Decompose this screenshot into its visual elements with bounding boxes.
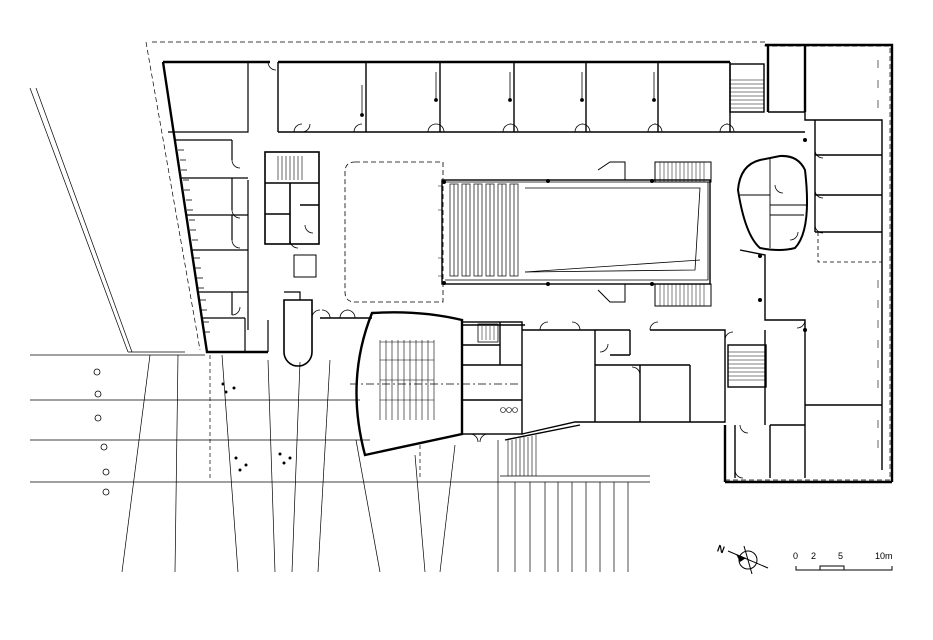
- east-wing-rooms: [734, 111, 883, 478]
- scale-tick-2: 2: [811, 551, 816, 561]
- roof-outline-left: [145, 41, 201, 351]
- door-swings-north: [293, 123, 735, 133]
- north-label: N: [715, 543, 726, 556]
- se-stair: [727, 344, 767, 388]
- north-arrow-icon: N: [715, 543, 769, 575]
- central-hall: [441, 179, 711, 285]
- hall-stairs: [438, 161, 712, 307]
- hall-seating: [449, 183, 519, 277]
- site-lines: [29, 87, 650, 573]
- south-rooms: [504, 329, 726, 441]
- east-oval-partitions: [740, 158, 808, 248]
- site-dashed-lines: [209, 355, 421, 480]
- trees: [93, 368, 110, 496]
- west-core: [264, 151, 320, 245]
- west-small-room: [293, 254, 317, 278]
- scale-tick-5: 5: [838, 551, 843, 561]
- classroom-marks: [360, 72, 656, 117]
- west-lobby-wall: [284, 291, 301, 300]
- bollards: [221, 382, 292, 472]
- door-swings-misc: [231, 61, 824, 479]
- exterior-walls: [161, 43, 894, 484]
- east-oval-core: [736, 154, 809, 251]
- corridor-walls: [320, 131, 806, 425]
- courtyard-dashed: [344, 161, 444, 303]
- hall-columns: [442, 138, 807, 332]
- theatre-seating: [379, 340, 435, 420]
- lecture-theatre: [355, 311, 464, 457]
- scale-bar: 0 2 5 10m: [793, 551, 893, 571]
- roof-outline: [152, 41, 891, 481]
- scale-tick-0: 0: [793, 551, 798, 561]
- south-entrance-stair: [507, 435, 537, 476]
- scale-tick-10m: 10m: [875, 551, 893, 561]
- south-service-core: [461, 321, 523, 435]
- west-wall-hatch: [178, 149, 210, 333]
- west-core-stair: [277, 156, 303, 180]
- west-wing-rooms: [168, 62, 269, 352]
- washbasins: [500, 407, 518, 413]
- ne-stair: [729, 63, 765, 113]
- north-classrooms: [277, 62, 762, 133]
- west-round-room: [283, 299, 313, 367]
